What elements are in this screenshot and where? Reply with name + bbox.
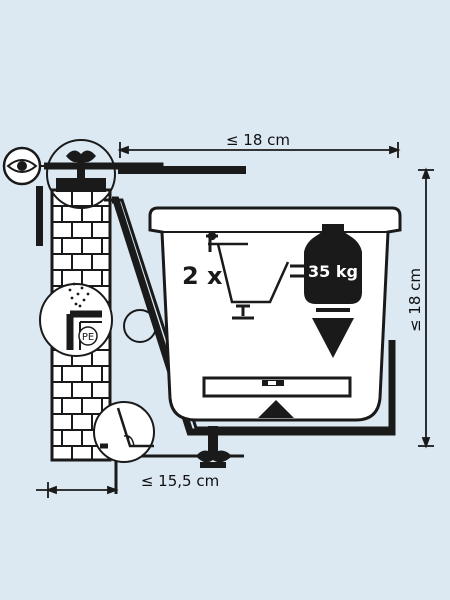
top-bracket-bar: [118, 166, 246, 174]
right-angle-icon: [93, 401, 155, 463]
height-label: ≤ 18 cm: [406, 268, 424, 332]
weight-icon: 35 kg: [304, 224, 362, 304]
bracket-clip-icon: [206, 231, 290, 320]
eye-icon: [2, 146, 42, 186]
height-dimension: [418, 167, 434, 449]
connector-detail-circle: [123, 309, 157, 343]
weight-label: 35 kg: [308, 262, 358, 281]
pe-label: PE: [82, 332, 94, 343]
top-width-label: ≤ 18 cm: [226, 131, 290, 149]
pe-detail-circle: PE: [39, 282, 113, 357]
bottom-offset-dimension: [36, 482, 119, 498]
bracket-multiplier: 2 x: [182, 262, 223, 290]
top-width-dimension: [117, 142, 401, 158]
equals-sign: [290, 264, 304, 278]
bottom-offset-label: ≤ 15,5 cm: [141, 472, 219, 490]
arrow-down-icon: [312, 308, 354, 358]
level-icon: [202, 376, 352, 418]
left-rail: [36, 186, 43, 246]
top-detail-circle: [46, 139, 116, 209]
